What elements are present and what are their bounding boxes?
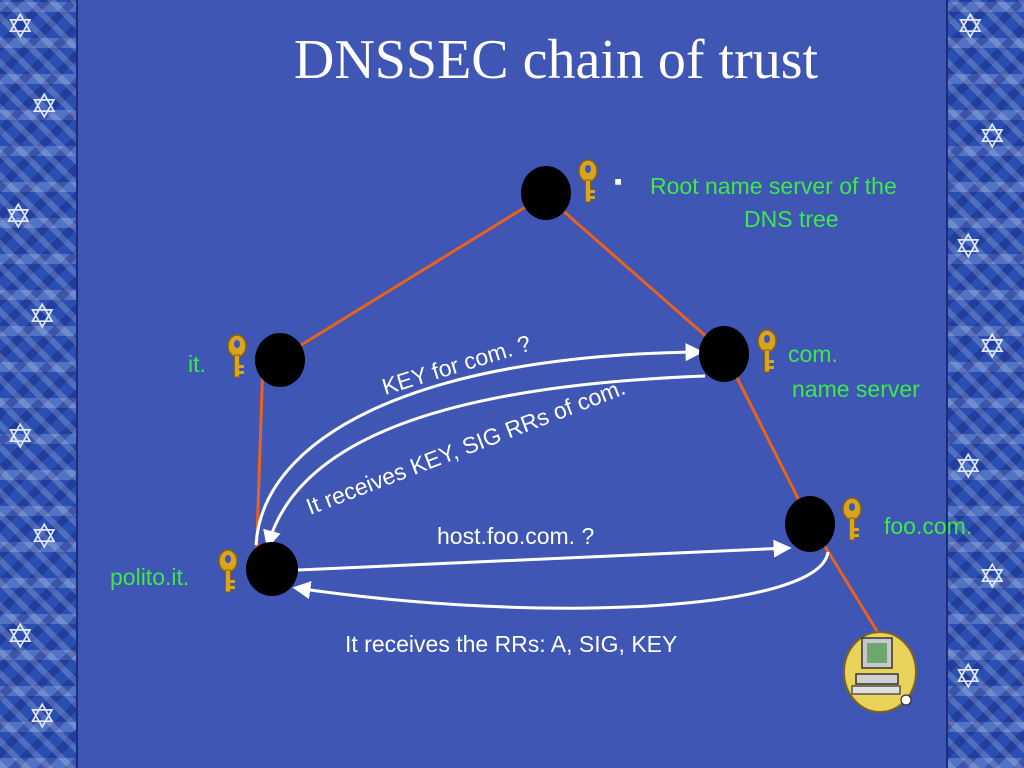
node-com	[699, 326, 749, 382]
left-decorative-border: ✡ ✡ ✡ ✡ ✡ ✡ ✡ ✡	[0, 0, 78, 768]
node-polito	[246, 542, 298, 596]
star-of-david-icon: ✡	[6, 417, 35, 457]
node-root	[521, 166, 571, 220]
star-of-david-icon: ✡	[978, 557, 1007, 597]
key-icon	[227, 334, 247, 378]
star-of-david-icon: ✡	[6, 617, 35, 657]
label-com-line2: name server	[792, 376, 920, 402]
star-of-david-icon: ✡	[954, 447, 983, 487]
message-host-query: host.foo.com. ?	[437, 523, 594, 549]
star-of-david-icon: ✡	[28, 297, 57, 337]
arrow-key-query	[254, 343, 704, 546]
label-root-line1: Root name server of the	[650, 173, 897, 199]
key-icon	[578, 159, 598, 203]
star-of-david-icon: ✡	[4, 197, 33, 237]
star-of-david-icon: ✡	[30, 87, 59, 127]
star-of-david-icon: ✡	[956, 7, 985, 47]
label-foo: foo.com.	[884, 513, 972, 539]
slide-title: DNSSEC chain of trust	[293, 29, 819, 91]
star-of-david-icon: ✡	[6, 7, 35, 47]
star-of-david-icon: ✡	[954, 227, 983, 267]
computer-icon	[843, 631, 917, 713]
key-icon	[842, 497, 862, 541]
edge-root-com	[544, 193, 725, 354]
star-of-david-icon: ✡	[28, 697, 57, 737]
edge-root-it	[279, 193, 546, 360]
label-root-line2: DNS tree	[744, 206, 839, 232]
arrow-rr-response	[292, 551, 830, 610]
key-icon	[218, 549, 238, 593]
message-rr-response: It receives the RRs: A, SIG, KEY	[345, 631, 677, 657]
star-of-david-icon: ✡	[978, 117, 1007, 157]
bullet-icon: ▪	[614, 168, 622, 194]
arrow-host-query	[297, 539, 792, 572]
star-of-david-icon: ✡	[954, 657, 983, 697]
node-foo	[785, 496, 835, 552]
label-com-line1: com.	[788, 341, 838, 367]
key-icon	[757, 329, 777, 373]
label-it: it.	[188, 351, 206, 377]
edge-com-foo	[722, 351, 812, 523]
right-decorative-border: ✡ ✡ ✡ ✡ ✡ ✡ ✡	[946, 0, 1024, 768]
node-it	[255, 333, 305, 387]
star-of-david-icon: ✡	[978, 327, 1007, 367]
message-key-query: KEY for com. ?	[379, 330, 534, 400]
star-of-david-icon: ✡	[30, 517, 59, 557]
label-polito: polito.it.	[110, 564, 189, 590]
arrow-key-response	[263, 374, 706, 549]
